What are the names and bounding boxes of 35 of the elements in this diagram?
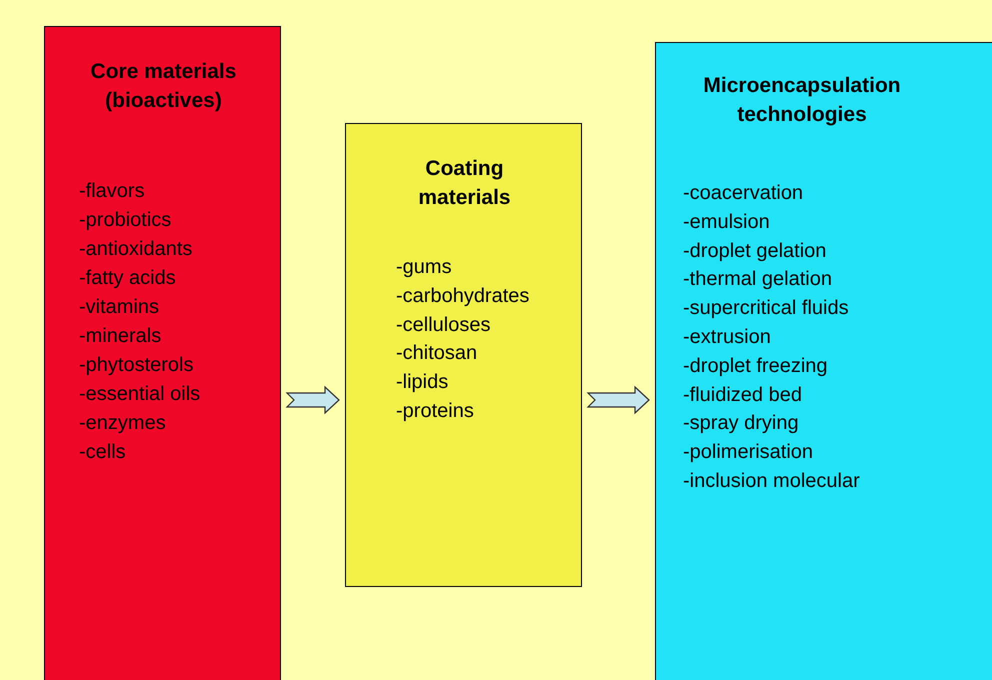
list-item: -probiotics	[79, 208, 172, 232]
block-arrow	[286, 386, 340, 414]
box-heading: Core materials (bioactives)	[90, 59, 238, 114]
list-item: -antioxidants	[79, 237, 192, 261]
list-item: -chitosan	[396, 341, 478, 366]
list-item: -inclusion molecular	[683, 469, 860, 493]
list-box	[655, 42, 992, 680]
list-item: -proteins	[396, 399, 474, 423]
list-item: -supercritical fluids	[683, 296, 849, 320]
list-item: -lipids	[396, 370, 448, 394]
list-box	[345, 123, 582, 587]
list-item: -vitamins	[79, 295, 160, 319]
list-item: -emulsion	[683, 210, 770, 234]
list-item: -extrusion	[683, 325, 771, 349]
list-item: -phytosterols	[79, 353, 194, 377]
box-heading: Microencapsulation technologies	[702, 73, 902, 128]
list-item: -fatty acids	[79, 266, 176, 290]
list-item: -droplet freezing	[683, 354, 828, 378]
list-item: -droplet gelation	[683, 238, 826, 263]
list-box	[44, 26, 281, 680]
list-item: -carbohydrates	[396, 284, 530, 308]
list-item: -cells	[79, 440, 126, 464]
list-item: -minerals	[79, 324, 162, 348]
list-item: -spray drying	[683, 411, 799, 436]
list-item: -polimerisation	[683, 440, 814, 464]
list-item: -enzymes	[79, 411, 166, 435]
list-item: -celluloses	[396, 312, 490, 337]
box-heading: Coating materials	[417, 156, 512, 211]
list-item: -flavors	[79, 179, 145, 203]
list-item: -coacervation	[683, 181, 804, 205]
list-item: -essential oils	[79, 382, 200, 406]
list-item: -thermal gelation	[683, 267, 832, 292]
list-item: -gums	[396, 255, 452, 279]
block-arrow	[586, 386, 650, 414]
list-item: -fluidized bed	[683, 382, 802, 407]
